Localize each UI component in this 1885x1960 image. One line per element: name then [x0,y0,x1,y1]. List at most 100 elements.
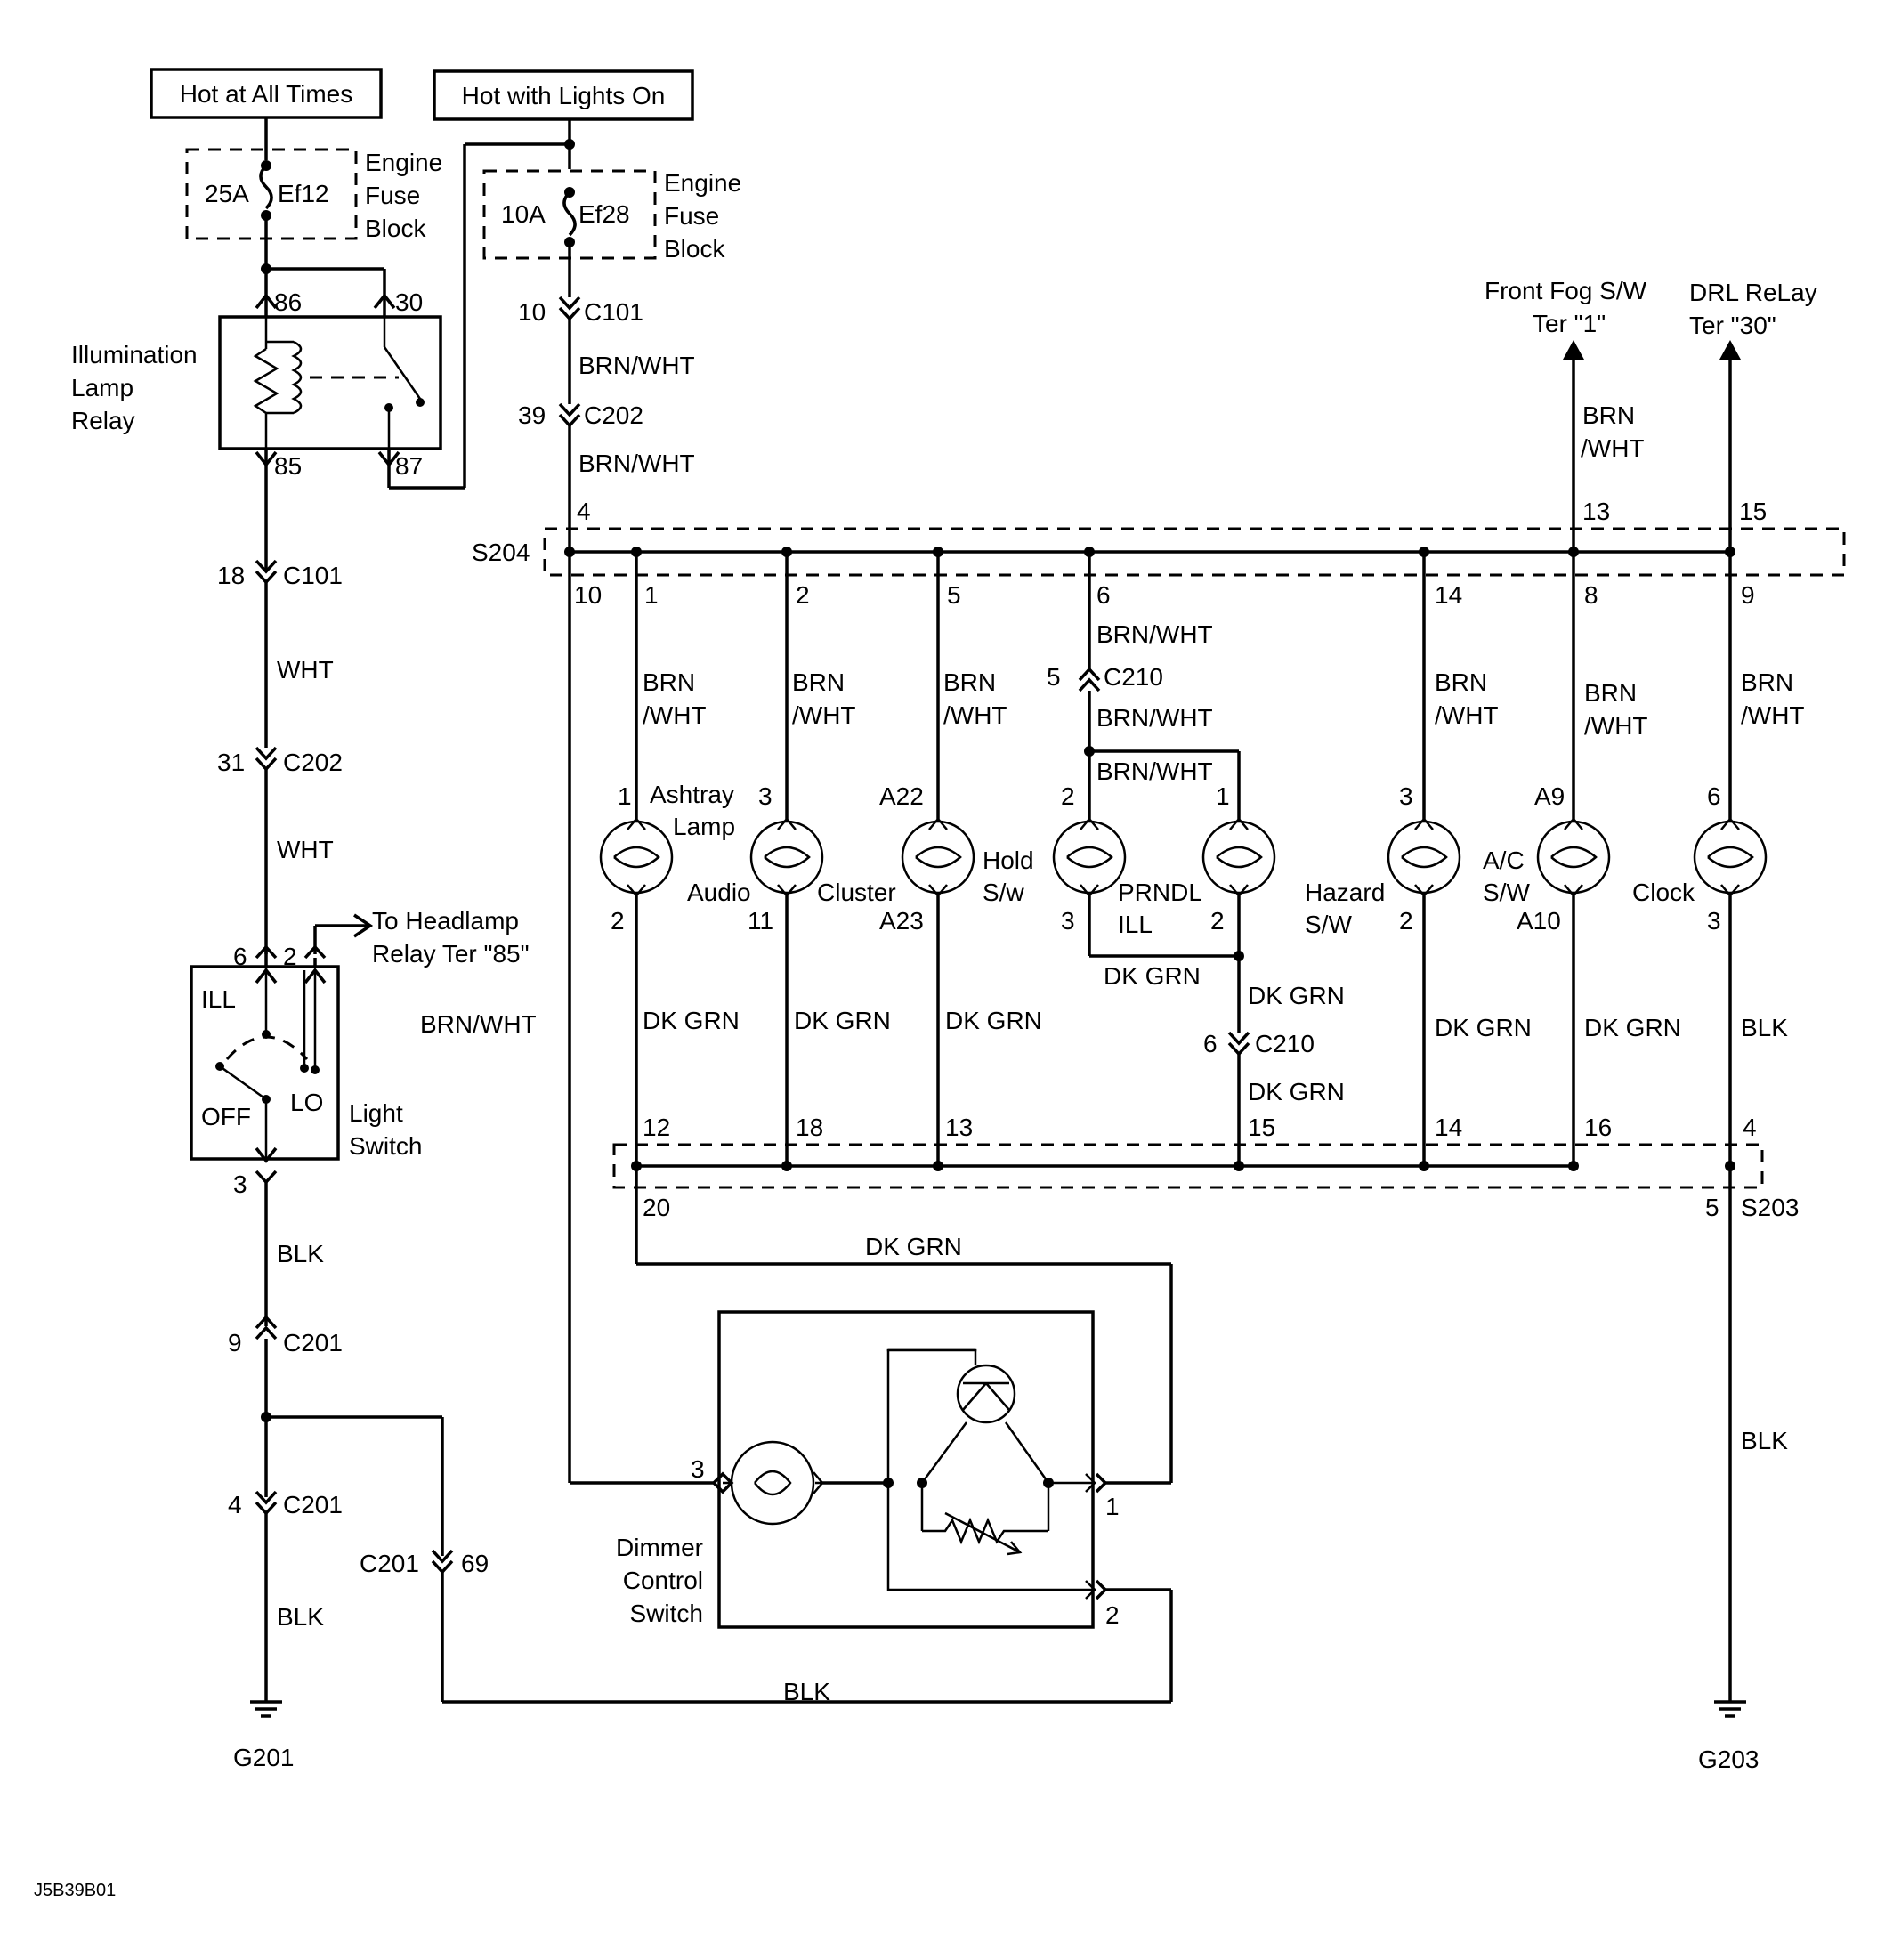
audio-label: Audio [687,879,751,906]
wire-blk-g203: BLK [1741,1427,1788,1454]
drl-relay-arrow [1719,340,1741,360]
c202-left-label: C202 [283,749,343,776]
s203-pin-12: 12 [643,1114,670,1141]
wire-ac-wht: /WHT [1584,712,1648,740]
light-switch-pin-2: 2 [283,943,297,970]
source-hot-with-lights-on [433,69,694,121]
wire-hold-brn-wht-1: BRN/WHT [1096,620,1213,648]
ground-g203-label: G203 [1698,1745,1760,1773]
light-switch-off: OFF [201,1103,251,1130]
headlamp-relay-arrow [353,913,374,938]
ashtray-label-line1: Ashtray [650,781,734,808]
s204-pin-2: 2 [796,581,810,609]
c202-pin-31: 31 [217,749,245,776]
illumination-lamp-relay [218,315,442,450]
hold-pin-bottom: 3 [1061,907,1075,935]
c201-label-2: C201 [283,1491,343,1519]
s204-pin-14: 14 [1435,581,1462,609]
light-switch-lo: LO [290,1089,323,1116]
clock-lamp-bulb [1693,820,1768,895]
drl-relay-label-line1: DRL ReLay [1689,279,1817,306]
hold-switch-lamp-bulb [1052,820,1127,895]
ashtray-pin-bottom: 2 [611,907,625,935]
front-fog-arrow [1563,340,1584,360]
wire-fog-wht: /WHT [1581,434,1645,462]
wire-fog-brn: BRN [1582,401,1635,429]
s204-pin-8: 8 [1584,581,1598,609]
wire-dkgrn-cluster: DK GRN [945,1007,1042,1034]
cluster-label: Cluster [817,879,896,906]
s204-pin-in: 4 [577,498,591,525]
wire-dkgrn-prndl-2: DK GRN [1248,1078,1345,1106]
headlamp-ref-line2: Relay Ter "85" [372,940,530,968]
light-switch-pin-6: 6 [233,943,247,970]
relay-label-line2: Lamp [71,374,133,401]
wire-blk-clock: BLK [1741,1014,1788,1041]
cluster-lamp-bulb [901,820,975,895]
wire-dkgrn-ashtray: DK GRN [643,1007,740,1034]
ac-label-line2: S/W [1483,879,1530,906]
wire-hold-brn-wht-3: BRN/WHT [1096,757,1213,785]
fuse-ef12-name: Ef12 [278,180,329,207]
c210-label-1: C210 [1104,663,1163,691]
c101-pin-18: 18 [217,562,245,589]
c101-mid-label: C101 [584,298,643,326]
clock-label: Clock [1632,879,1695,906]
fuse-ef28-name: Ef28 [578,200,630,228]
dimmer-transistor-symbol [956,1364,1016,1424]
c101-left-label: C101 [283,562,343,589]
fuse-block-2-line1: Engine [664,169,741,197]
dimmer-potentiometer [922,1517,1048,1545]
left-circuit [185,117,1171,1718]
fuse-ef28-symbol [562,190,577,237]
wire-dkgrn-prndl-link: DK GRN [1104,962,1201,990]
c201-label-3: C201 [360,1550,419,1577]
splice-s203-label: S203 [1741,1194,1799,1221]
source-hot-lights-on-label: Hot with Lights On [462,82,666,109]
wire-cluster-brn: BRN [943,668,996,696]
prndl-pin-top: 1 [1216,782,1230,810]
light-switch-label2: Switch [349,1132,422,1160]
wire-cluster-wht: /WHT [943,701,1007,729]
middle-feed [482,119,657,552]
s204-pin-5: 5 [947,581,961,609]
wire-brn-wht-1: BRN/WHT [578,352,695,379]
wire-ashtray-brn: BRN [643,668,695,696]
fuse-block-ef12 [185,148,358,240]
s204-pin-6: 6 [1096,581,1111,609]
splice-pack-s203 [612,1143,1764,1189]
ac-label-line1: A/C [1483,846,1525,874]
ground-g203-symbol [1714,1700,1746,1718]
dimmer-label-line1: Dimmer [616,1534,703,1561]
fuse-block-2-line3: Block [664,235,725,263]
audio-lamp-bulb [749,820,824,895]
s204-pin-13: 13 [1582,498,1610,525]
c201-label-1: C201 [283,1329,343,1357]
fuse-ef12-symbol [259,164,273,210]
s203-pin-5: 5 [1705,1194,1719,1221]
s203-pin-14: 14 [1435,1114,1462,1141]
ashtray-pin-top: 1 [618,782,632,810]
c201-pin-9: 9 [228,1329,242,1357]
wire-ashtray-wht: /WHT [643,701,707,729]
dimmer-label-line2: Control [623,1567,703,1594]
wire-clock-brn: BRN [1741,668,1793,696]
relay-resistor-symbol [253,347,279,415]
wire-ac-brn: BRN [1584,679,1637,707]
c210-pin-6: 6 [1203,1030,1218,1057]
audio-pin-bottom: 11 [748,907,773,935]
s203-pin-4: 4 [1743,1114,1757,1141]
clock-pin-top: 6 [1707,782,1721,810]
hazard-label-line1: Hazard [1305,879,1385,906]
ashtray-lamp-bulb [599,820,674,895]
splice-s204-label: S204 [472,539,530,566]
source-hot-at-all-times-label: Hot at All Times [180,80,353,108]
ground-g201-symbol [250,1700,282,1718]
wire-dkgrn-hazard: DK GRN [1435,1014,1532,1041]
front-fog-label-line2: Ter "1" [1533,310,1606,337]
s203-pin-13: 13 [945,1114,973,1141]
hold-pin-top: 2 [1061,782,1075,810]
figure-id: J5B39B01 [34,1881,116,1900]
fuse-block-1-line1: Engine [365,149,442,176]
